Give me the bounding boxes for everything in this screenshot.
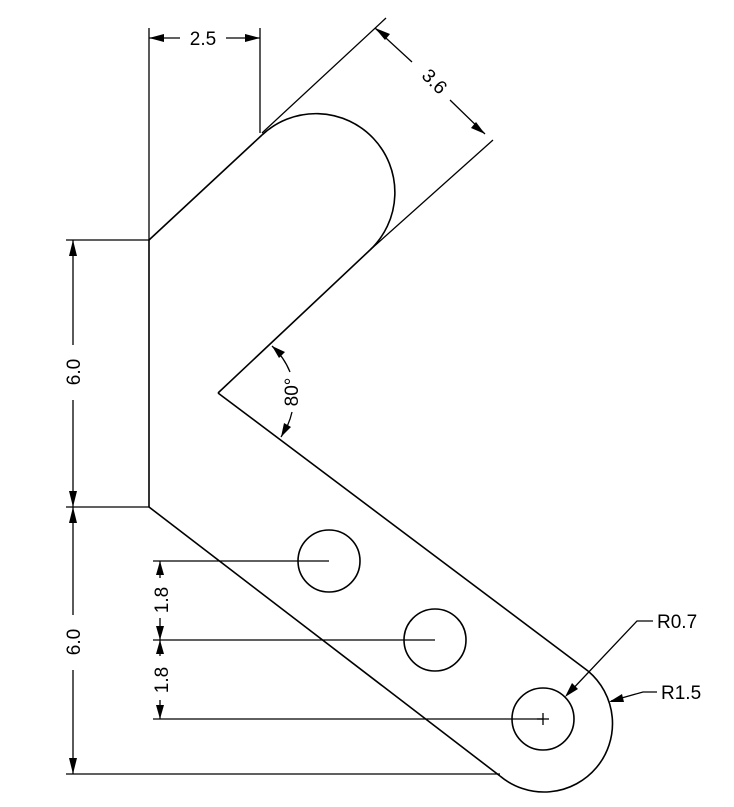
- arrowhead: [149, 34, 164, 42]
- dimension-lower-height: 6.0: [64, 507, 500, 775]
- dimension-top-offset: 2.5: [148, 28, 261, 240]
- arrowhead: [69, 758, 77, 774]
- dimension-arm-width: 3.6: [261, 17, 494, 251]
- arrowhead: [281, 423, 291, 437]
- arrowhead: [69, 240, 77, 256]
- outline-upper-arm-right: [217, 249, 371, 394]
- arrowhead: [471, 122, 485, 134]
- arrowhead: [375, 28, 390, 40]
- dimension-text: 80°: [282, 378, 303, 407]
- arrowhead: [245, 34, 260, 42]
- leader-hole-radius: R0.7: [565, 612, 697, 697]
- arrowhead: [565, 683, 578, 697]
- dimension-angle: 80°: [271, 345, 303, 438]
- arrowhead: [156, 626, 164, 640]
- arrowhead: [609, 694, 624, 702]
- arrowhead: [272, 346, 285, 358]
- dimension-text: 1.8: [152, 667, 173, 693]
- dimension-text: 3.6: [417, 65, 451, 99]
- dimension-upper-height: 6.0: [64, 239, 149, 508]
- outline-inner-lower-edge: [217, 392, 589, 672]
- extension-line: [369, 139, 494, 251]
- arrowhead: [156, 640, 164, 654]
- part-outline: [148, 112, 614, 793]
- dimension-text: 6.0: [64, 359, 85, 385]
- arrowhead: [69, 507, 77, 523]
- arrowhead: [156, 561, 164, 575]
- dimension-text: 2.5: [190, 29, 216, 50]
- leader-end-radius: R1.5: [609, 683, 701, 704]
- leader-line: [567, 620, 653, 695]
- leader-text: R0.7: [657, 612, 697, 633]
- extension-line: [261, 17, 387, 134]
- arrowhead: [69, 491, 77, 507]
- outline-upper-arm-left: [148, 134, 263, 241]
- arrowhead: [156, 705, 164, 719]
- outline-lower-round-end: [499, 670, 614, 793]
- dimension-text: 6.0: [64, 629, 85, 655]
- outline-upper-arm-round-end: [261, 112, 396, 251]
- dimension-text: 1.8: [152, 587, 173, 613]
- leader-text: R1.5: [661, 683, 701, 704]
- dimension-hole-spacing: 1.8 1.8: [152, 560, 543, 720]
- outline-outer-lower-edge: [148, 506, 501, 777]
